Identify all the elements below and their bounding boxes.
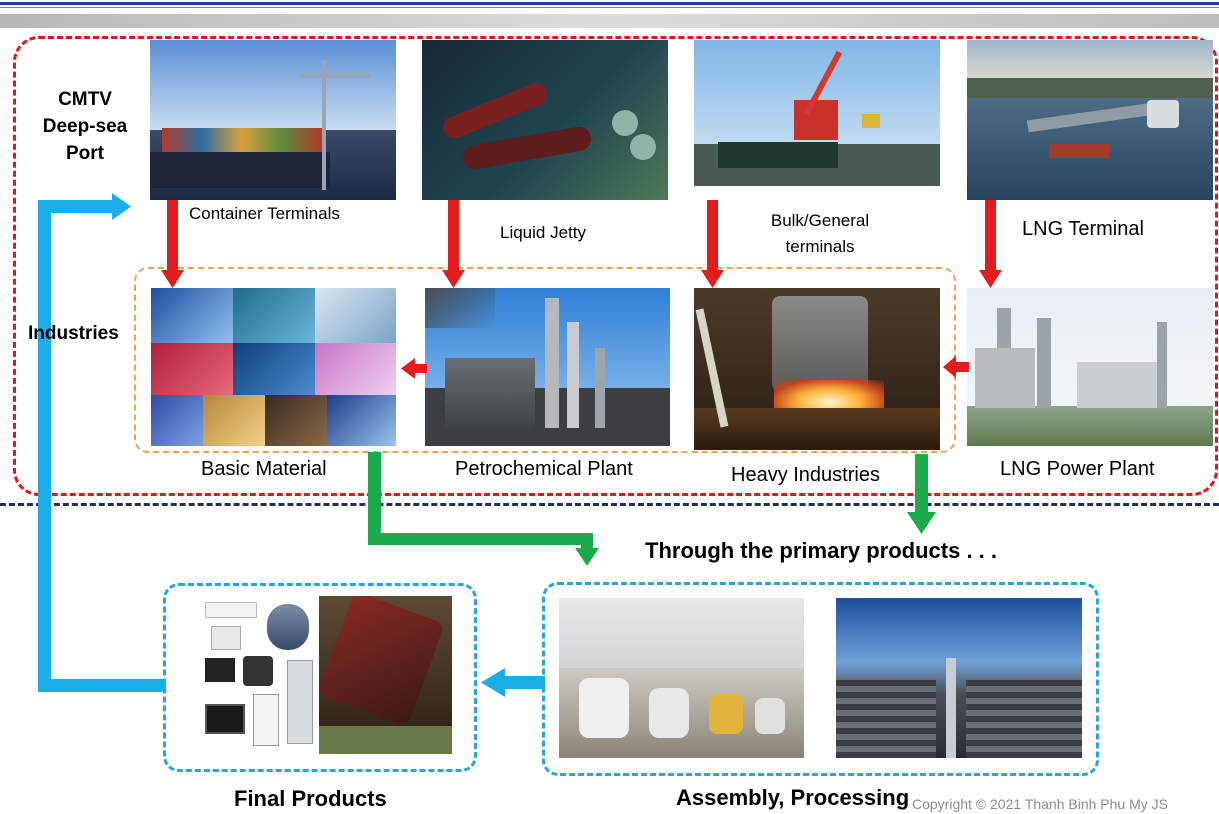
industries-label: Industries <box>28 323 119 344</box>
assembly-processing-label: Assembly, Processing <box>676 785 910 810</box>
bulk-general-label-line2: terminals <box>785 237 855 256</box>
petrochemical-plant-photo <box>425 288 670 446</box>
primary-products-caption: Through the primary products . . . <box>645 538 998 563</box>
arrow-power-plant-to-heavy-industries <box>943 356 969 378</box>
arrow-liquid-jetty-to-petrochemical <box>442 200 465 288</box>
copyright-notice: Copyright © 2021 Thanh Binh Phu My JS <box>912 796 1168 812</box>
green-arrows <box>368 452 936 566</box>
heavy-industries-label: Heavy Industries <box>731 464 880 486</box>
red-arrows <box>161 200 1002 379</box>
arrow-container-to-basic-material <box>161 200 184 288</box>
blue-arrows <box>38 193 545 697</box>
lng-power-plant-photo <box>967 288 1213 446</box>
final-products-photo <box>197 596 452 754</box>
port-title: CMTV Deep-sea Port <box>30 86 140 167</box>
container-terminals-label: Container Terminals <box>189 204 340 223</box>
port-title-line3: Port <box>66 143 104 164</box>
liquid-jetty-label: Liquid Jetty <box>500 223 586 242</box>
arrow-heavy-industries-to-primary-products <box>907 454 936 534</box>
petrochemical-plant-label: Petrochemical Plant <box>455 458 633 480</box>
final-products-label: Final Products <box>234 786 387 811</box>
port-industries-frame <box>13 36 1218 496</box>
bulk-general-terminal-photo <box>694 40 940 186</box>
basic-material-photo <box>151 288 396 446</box>
arrow-assembly-to-final-products <box>481 668 545 697</box>
section-divider <box>0 503 1219 506</box>
lng-terminal-label: LNG Terminal <box>1022 218 1144 240</box>
arrow-petrochemical-to-basic-material <box>401 358 427 379</box>
arrow-final-products-to-port <box>38 193 166 692</box>
liquid-jetty-photo <box>422 40 668 200</box>
heavy-industries-photo <box>694 288 940 450</box>
arrow-bulk-to-heavy-industries <box>701 200 724 288</box>
lng-terminal-photo <box>967 40 1213 200</box>
bulk-general-label-line1: Bulk/General <box>770 211 870 230</box>
header-rule-light <box>0 7 1219 8</box>
assembly-robots-photo <box>559 598 804 758</box>
header-rule-dark <box>0 2 1219 5</box>
final-products-frame <box>163 583 477 772</box>
basic-material-label: Basic Material <box>201 458 327 480</box>
port-title-line2: Deep-sea <box>42 116 128 137</box>
assembly-line-photo <box>836 598 1082 758</box>
arrow-lng-terminal-to-power-plant <box>979 200 1002 288</box>
container-terminal-photo <box>150 40 396 200</box>
arrow-basic-material-to-primary-products <box>368 452 599 566</box>
header-gray-band <box>0 14 1219 28</box>
lng-power-plant-label: LNG Power Plant <box>1000 458 1155 480</box>
bulk-general-label: Bulk/General terminals <box>758 208 882 260</box>
port-title-line1: CMTV <box>58 89 112 110</box>
